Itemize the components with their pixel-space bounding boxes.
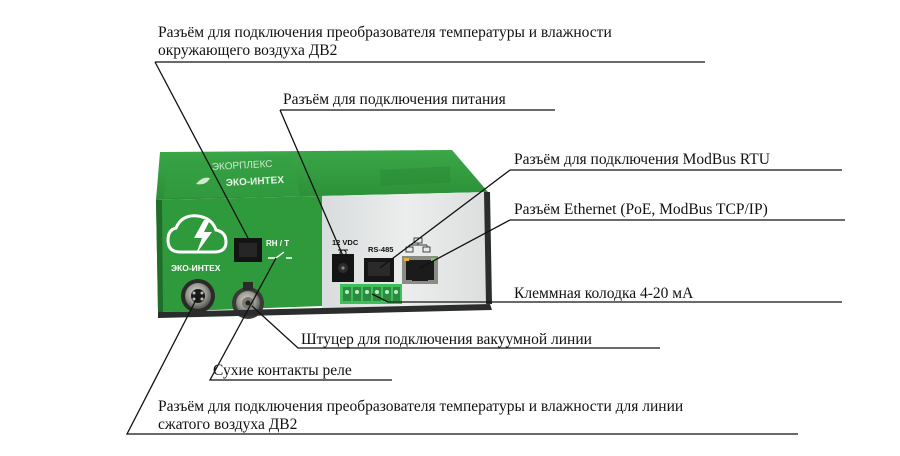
- rs485-label: RS-485: [368, 245, 393, 254]
- leader-modbus-rtu: [379, 169, 842, 269]
- device-top-face: ЭКОРПЛЕКС ЭКО-ИНТЕХ: [156, 150, 488, 200]
- label-relay-contacts: Сухие контакты реле: [213, 362, 352, 379]
- label-dv2-compressed-line1: Разъём для подключения преобразователя т…: [158, 398, 684, 415]
- label-dv2-compressed-line2: сжатого воздуха ДВ2: [158, 416, 298, 433]
- leader-power: [279, 109, 555, 257]
- network-icon: [405, 237, 431, 253]
- label-dv2-ambient-line2: окружающего воздуха ДВ2: [158, 42, 338, 59]
- leader-dv2-ambient: [154, 61, 705, 239]
- power-jack: 12 VDC: [332, 238, 359, 282]
- leader-dv2-compressed: [125, 295, 798, 435]
- device-base: [158, 304, 492, 318]
- leader-ethernet: [419, 219, 845, 269]
- rs485-port: RS-485: [364, 245, 394, 282]
- leader-terminal: [371, 293, 842, 303]
- leader-lines: [125, 61, 845, 435]
- brand-text: ЭКО-ИНТЕХ: [171, 263, 221, 273]
- 12vdc-label: 12 VDC: [332, 238, 359, 247]
- label-ethernet: Разъём Ethernet (PoE, ModBus TCP/IP): [514, 201, 768, 218]
- label-power-connector: Разъём для подключения питания: [283, 91, 506, 108]
- label-vacuum-fitting: Штуцер для подключения вакуумной линии: [301, 331, 592, 348]
- leader-relay: [208, 257, 392, 381]
- top-leaf-icon: [196, 177, 210, 185]
- lightning-cloud-icon: [166, 214, 228, 254]
- top-model-text: ЭКОРПЛЕКС: [212, 159, 273, 173]
- label-dv2-ambient-line1: Разъём для подключения преобразователя т…: [158, 24, 612, 41]
- rh-t-connector: RH / T: [234, 238, 292, 262]
- leader-vacuum-fitting: [251, 305, 660, 349]
- label-modbus-rtu: Разъём для подключения ModBus RTU: [514, 151, 770, 168]
- top-brand-text: ЭКО-ИНТЕХ: [226, 175, 285, 189]
- rh-t-label: RH / T: [266, 239, 289, 248]
- label-terminal-block: Клеммная колодка 4-20 мА: [514, 285, 694, 302]
- brand-logo: ЭКО-ИНТЕХ: [166, 214, 228, 273]
- terminal-block: [340, 284, 402, 304]
